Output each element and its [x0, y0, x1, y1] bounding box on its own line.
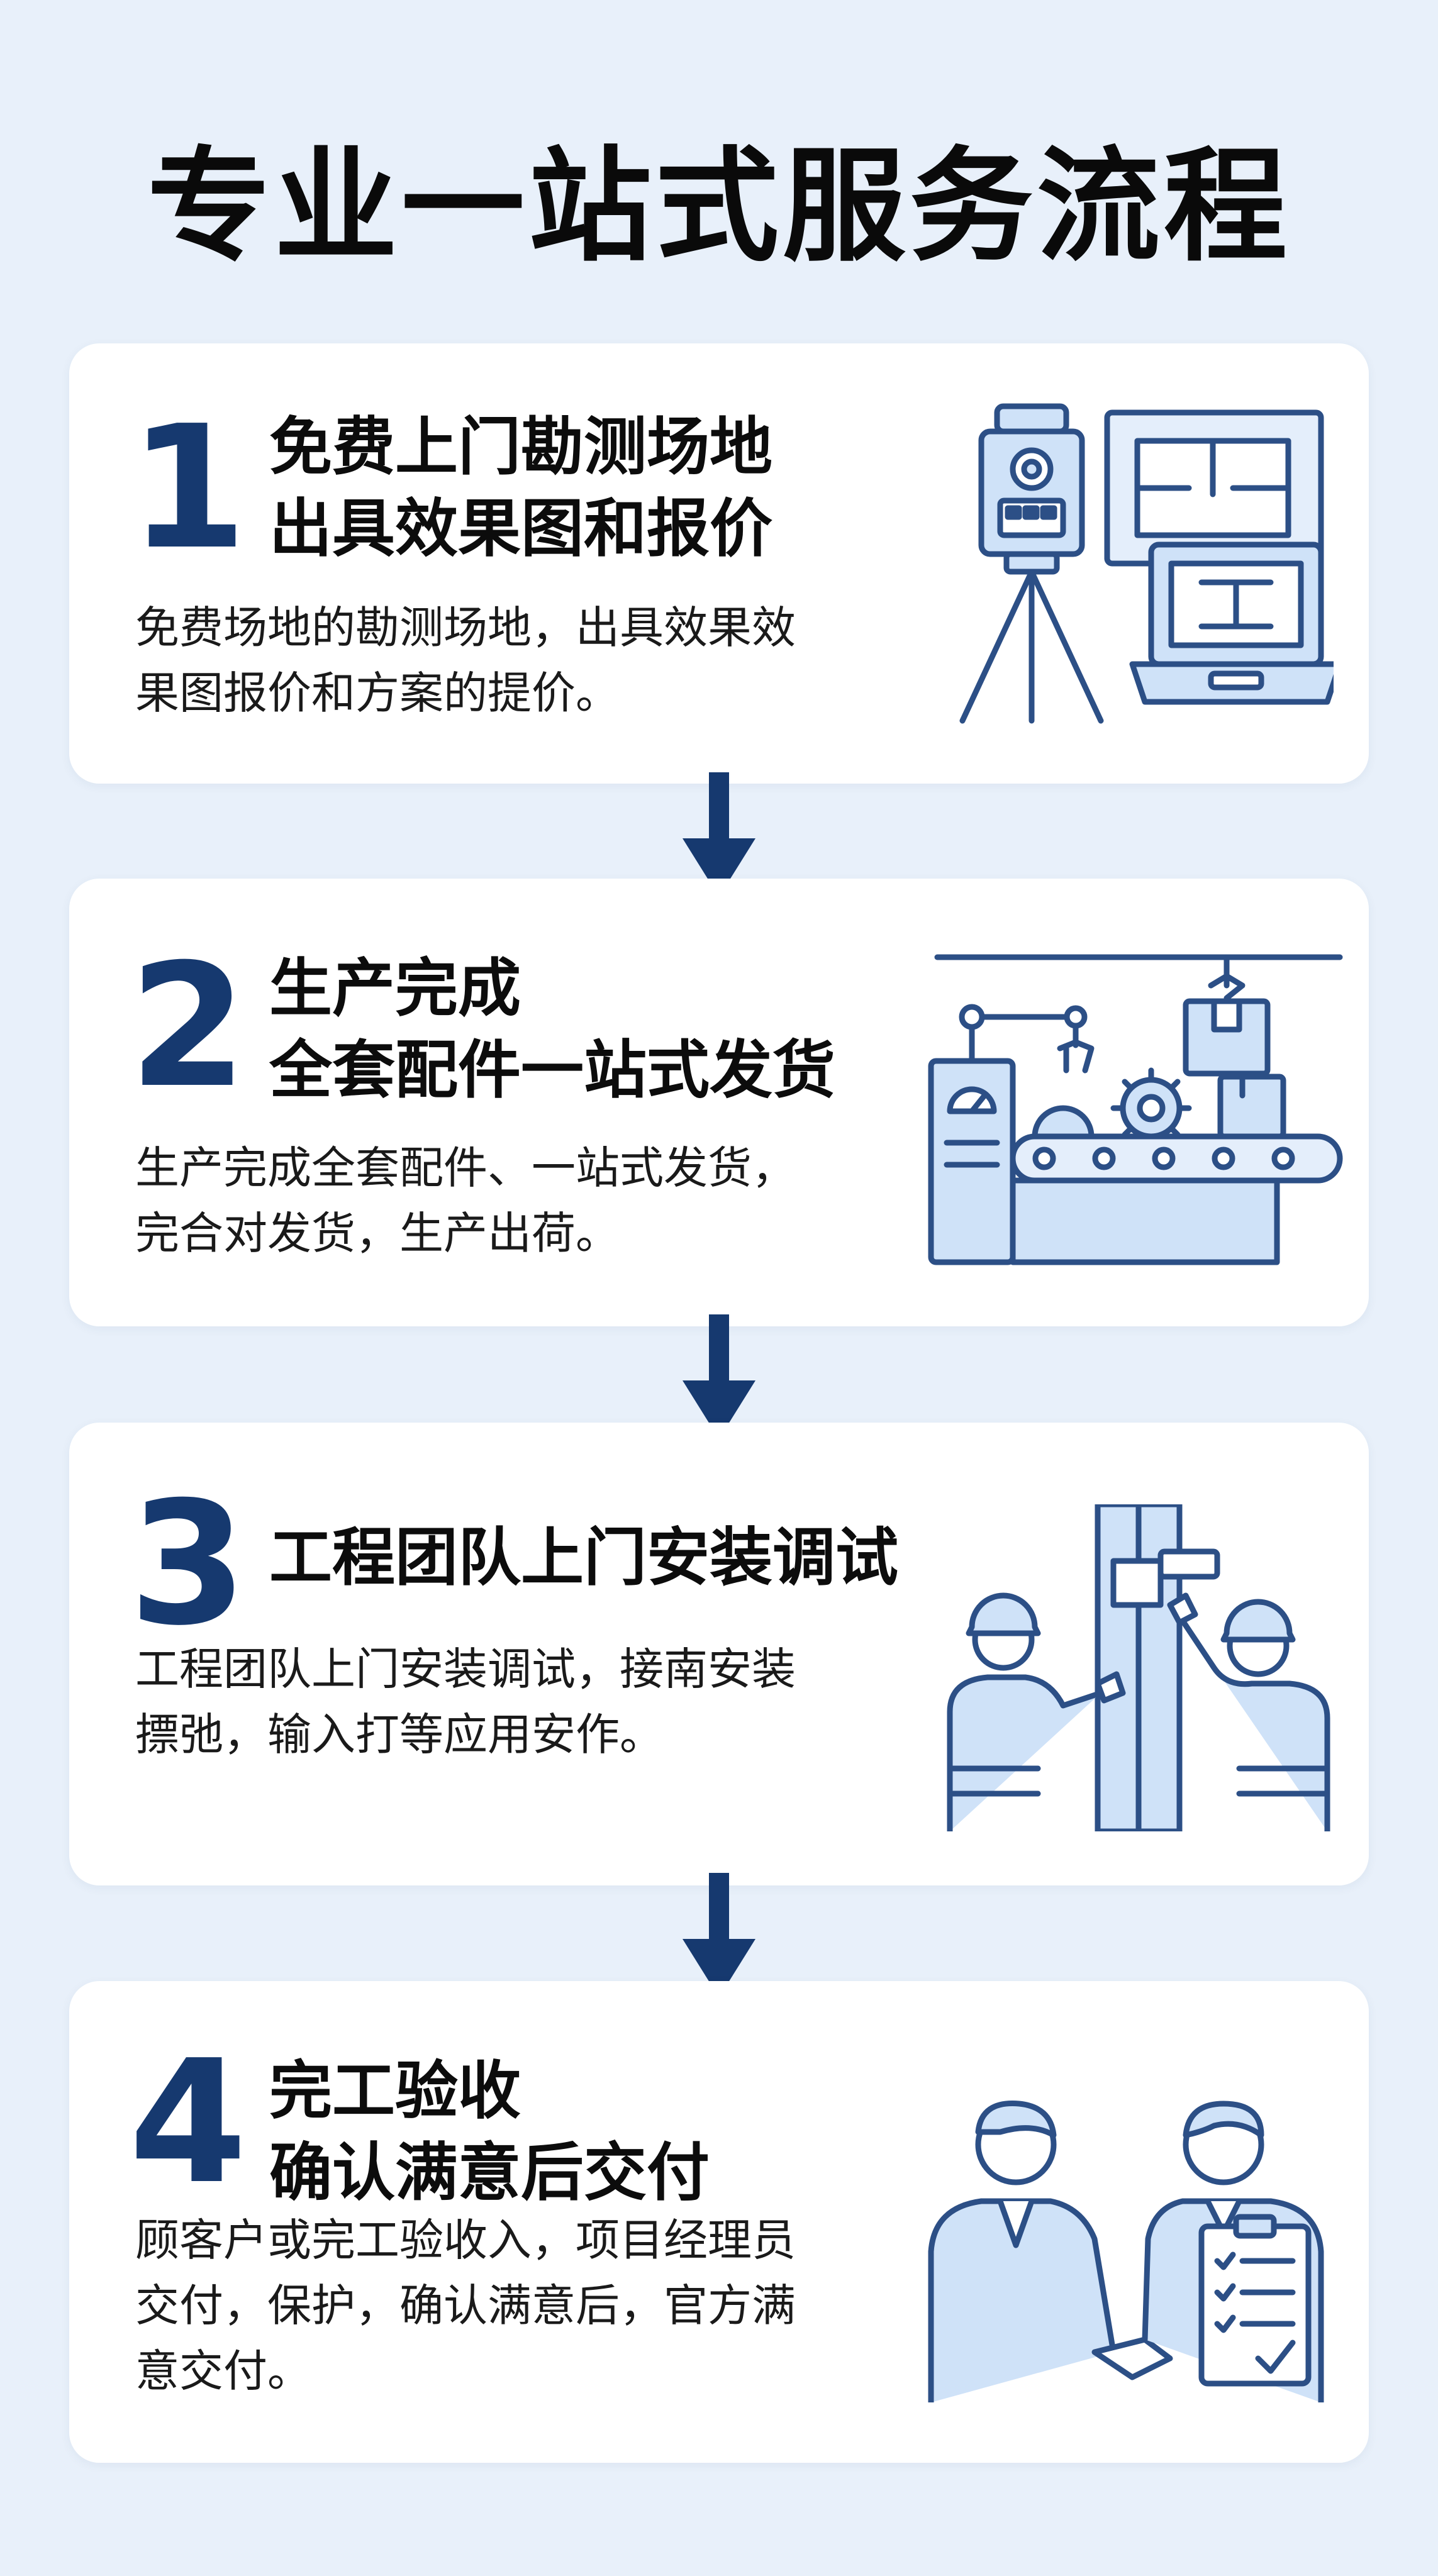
handshake-checklist-icon — [928, 2101, 1324, 2402]
survey-illustration — [959, 403, 1334, 724]
step-heading: 完工验收 确认满意后交付 — [269, 2054, 710, 2209]
step-number: 4 — [129, 2023, 247, 2221]
down-arrow-icon — [683, 1873, 755, 1997]
step-number: 1 — [129, 389, 247, 587]
step-number: 3 — [129, 1465, 247, 1663]
down-arrow-icon — [683, 772, 755, 897]
page-title: 专业一站式服务流程 — [147, 135, 1291, 279]
down-arrow-icon — [683, 1314, 755, 1439]
step-description: 生产完成全套配件、一站式发货， 完合对发货，生产出荷。 — [135, 1142, 796, 1259]
step-card-4: 4 完工验收 确认满意后交付 顾客户或完工验收入，项目经理员 交付，保护，确认满… — [69, 1981, 1369, 2463]
factory-conveyor-icon — [928, 954, 1343, 1265]
step-heading: 工程团队上门安装调试 — [269, 1521, 898, 1594]
step-heading: 生产完成 全套配件一站式发货 — [269, 952, 835, 1107]
step-number: 2 — [129, 927, 247, 1125]
step-card-2: 2 生产完成 全套配件一站式发货 生产完成全套配件、一站式发货， 完合对发货，生… — [69, 879, 1369, 1326]
step-description: 顾客户或完工验收入，项目经理员 交付，保护，确认满意后，官方满 意交付。 — [135, 2214, 796, 2397]
step-heading: 免费上门勘测场地 出具效果图和报价 — [269, 410, 772, 565]
step-description: 工程团队上门安装调试，接南安装 摽弛，输入打等应用安作。 — [135, 1643, 796, 1760]
blueprint-laptop-icon — [1104, 409, 1334, 705]
step-description: 免费场地的勘测场地，出具效果效 果图报价和方案的提价。 — [135, 602, 796, 719]
step-card-1: 1 免费上门勘测场地 出具效果图和报价 免费场地的勘测场地，出具效果效 果图报价… — [69, 343, 1369, 784]
installation-workers-icon — [947, 1504, 1330, 1831]
step-card-3: 3 工程团队上门安装调试 工程团队上门安装调试，接南安装 摽弛，输入打等应用安作… — [69, 1423, 1369, 1885]
total-station-icon — [959, 403, 1104, 724]
